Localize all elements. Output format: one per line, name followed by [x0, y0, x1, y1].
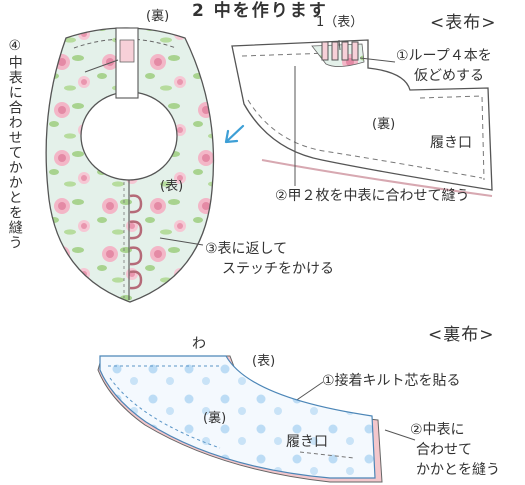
bib-back-label: (裏) [146, 9, 170, 24]
bib-front-label: (表) [160, 179, 184, 194]
lining-piece [97, 355, 383, 483]
count-label: 1（表） [316, 15, 364, 30]
step3-note-1: ③表に返して [205, 241, 288, 257]
lining-heading: <裏布> [428, 325, 495, 345]
lining-step1: ①接着キルト芯を貼る [322, 373, 461, 389]
lining-step2-2: 合わせて [416, 442, 472, 458]
step3-note-2: ステッチをかける [222, 261, 334, 277]
lining-step2-1: ②中表に [410, 422, 465, 438]
bib-shape [45, 27, 215, 303]
loop-note-1: ①ループ４本を [396, 48, 492, 64]
upper-back-label: (裏) [372, 117, 396, 132]
step4-note: ④中表に合わせてかかとを縫う [6, 38, 23, 250]
lining-back-label: (裏) [203, 411, 227, 426]
loops [129, 194, 143, 290]
lining-step2-3: かかとを縫う [416, 462, 500, 478]
step2-note: ②甲２枚を中表に合わせて縫う [275, 188, 470, 204]
upper-piece [231, 39, 493, 197]
fold-label: わ [192, 336, 206, 352]
top-heading: <表布> [430, 13, 497, 33]
lining-front-label: (表) [252, 354, 276, 369]
arrow-icon [224, 124, 245, 144]
upper-heel-opening: 履き口 [430, 135, 472, 151]
loop-tabs [321, 41, 359, 61]
page-title: 2 中を作ります [192, 1, 328, 21]
loop-note-2: 仮どめする [414, 68, 484, 84]
lining-heel-opening: 履き口 [286, 434, 328, 450]
